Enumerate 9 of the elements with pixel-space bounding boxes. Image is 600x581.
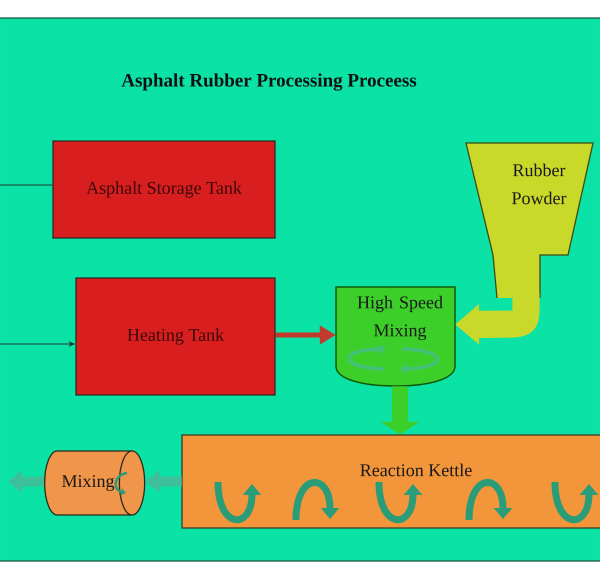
node-label: Mixing (62, 475, 114, 491)
title: Asphalt Rubber Processing Proceess (122, 73, 416, 91)
reaction-kettle: Reaction Kettle (181, 434, 600, 529)
process-box: Asphalt Storage Tank (52, 140, 276, 239)
hopper: Rubber Powder (465, 142, 594, 298)
mixing-tank: High Speed Mixing (335, 286, 456, 387)
process-box: Heating Tank (75, 277, 276, 396)
line (0, 184, 53, 186)
mixing-drum: Mixing (44, 450, 146, 516)
